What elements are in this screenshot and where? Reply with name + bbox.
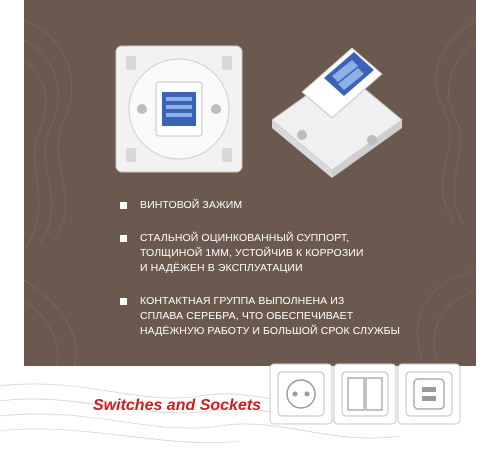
bullet-square-icon — [120, 298, 127, 305]
feature-list: ВИНТОВОЙ ЗАЖИМ СТАЛЬНОЙ ОЦИНКОВАННЫЙ СУП… — [120, 198, 420, 357]
feature-item: КОНТАКТНАЯ ГРУППА ВЫПОЛНЕНА ИЗ СПЛАВА СЕ… — [120, 294, 420, 339]
bullet-square-icon — [120, 235, 127, 242]
double-switch-icon — [333, 363, 397, 425]
feature-item: СТАЛЬНОЙ ОЦИНКОВАННЫЙ СУППОРТ, ТОЛЩИНОЙ … — [120, 231, 420, 276]
feature-text: ВИНТОВОЙ ЗАЖИМ — [140, 199, 243, 211]
product-angled-view — [271, 47, 403, 178]
topographic-pattern — [24, 19, 476, 366]
usb-outlet-icon — [397, 363, 461, 425]
feature-item: ВИНТОВОЙ ЗАЖИМ — [120, 198, 420, 213]
bullet-square-icon — [120, 202, 127, 209]
feature-text: СТАЛЬНОЙ ОЦИНКОВАННЫЙ СУППОРТ, ТОЛЩИНОЙ … — [140, 232, 364, 274]
brand-title: Switches and Sockets — [93, 397, 262, 414]
socket-icon — [269, 363, 333, 425]
product-front-view — [115, 45, 243, 173]
feature-text: КОНТАКТНАЯ ГРУППА ВЫПОЛНЕНА ИЗ СПЛАВА СЕ… — [140, 295, 401, 337]
feature-panel: ВИНТОВОЙ ЗАЖИМ СТАЛЬНОЙ ОЦИНКОВАННЫЙ СУП… — [24, 0, 476, 366]
